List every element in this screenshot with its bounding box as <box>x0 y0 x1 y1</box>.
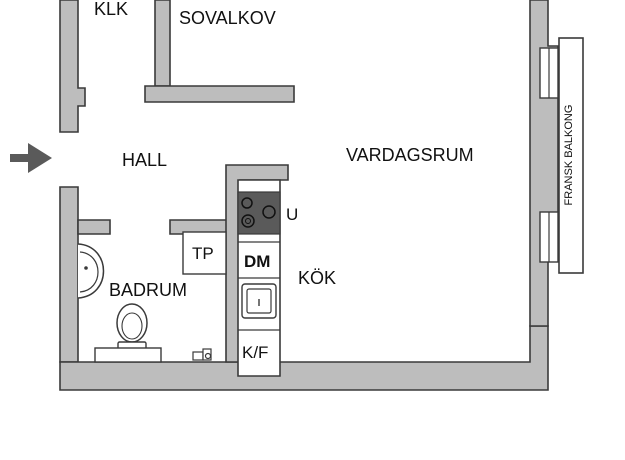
room-label-kok: KÖK <box>298 268 336 288</box>
fixture-label-dm: DM <box>244 252 270 271</box>
tp-box <box>182 231 227 275</box>
balcony-frame <box>558 37 584 274</box>
balcony-label: FRANSK BALKONG <box>563 105 575 206</box>
room-label-badrum: BADRUM <box>109 280 187 300</box>
room-label-klk: KLK <box>94 0 128 19</box>
floor-drain-icon <box>192 348 212 361</box>
fixture-label-kf: K/F <box>242 343 268 362</box>
room-label-hall: HALL <box>122 150 167 170</box>
stove <box>237 191 281 235</box>
fixture-label-u: U <box>286 205 298 224</box>
bathroom-counter <box>94 347 162 363</box>
room-label-vardagsrum: VARDAGSRUM <box>346 145 474 165</box>
sovalkov-bottom-wall <box>144 85 295 103</box>
balcony: FRANSK BALKONG <box>539 37 584 274</box>
left-wall-lower <box>59 186 79 363</box>
left-wall-upper <box>59 0 86 133</box>
klk-sovalkov-wall <box>154 0 171 87</box>
sink-icon <box>241 283 277 319</box>
toilet-icon <box>116 303 148 351</box>
fixture-label-tp: TP <box>192 244 214 263</box>
hall-lower-stub <box>77 219 111 235</box>
arrow-right-icon <box>10 143 52 173</box>
room-label-sovalkov: SOVALKOV <box>179 8 276 28</box>
washbasin-icon <box>77 243 105 299</box>
